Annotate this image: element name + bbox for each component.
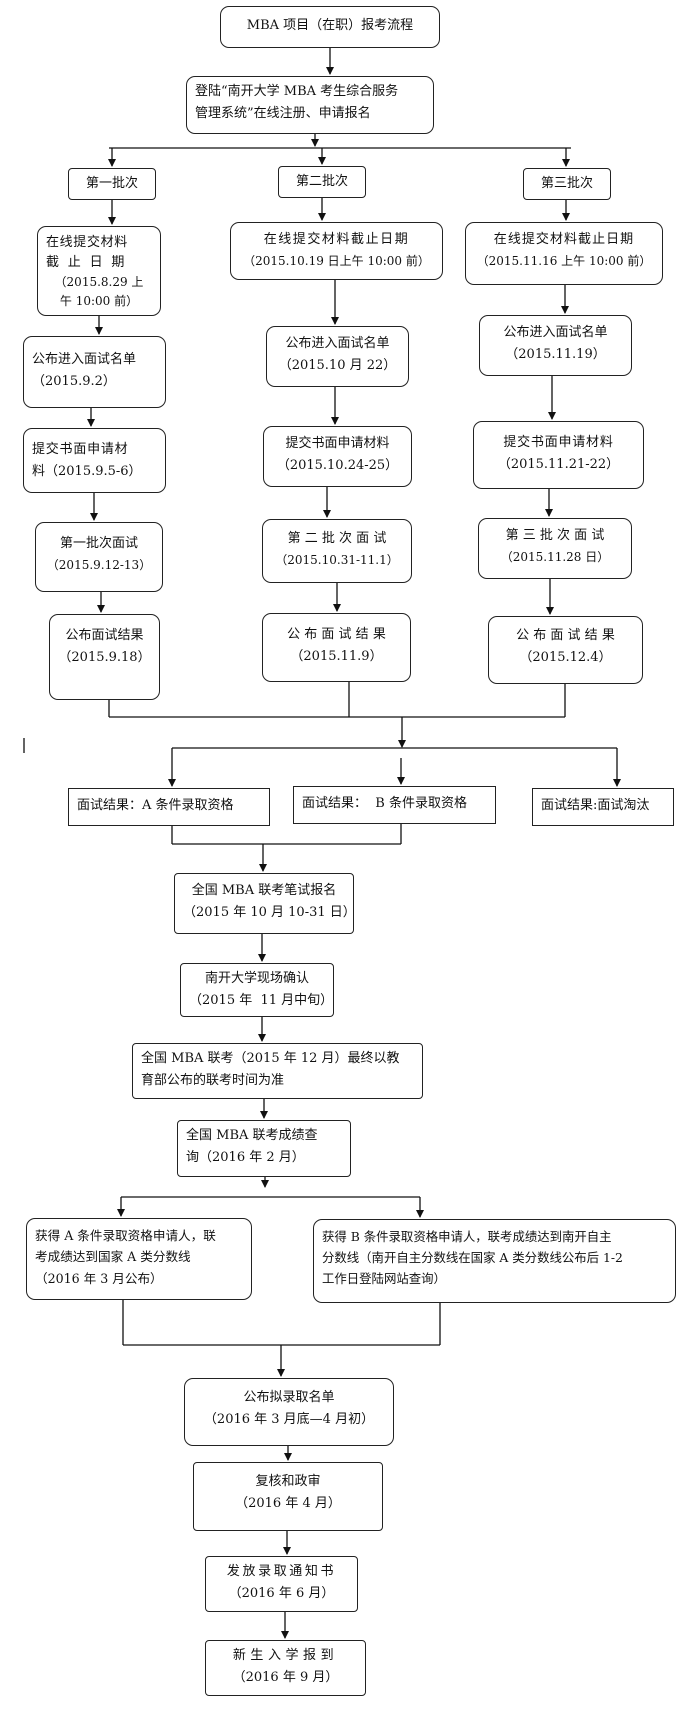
admission-notice-box: 发放录取通知书 （2016 年 6 月） [205,1556,358,1612]
batch1-interview-list-box: 公布进入面试名单 （2015.9.2） [23,336,166,408]
batch3-deadline-line-1: 在线提交材料截止日期 [493,232,635,247]
batch3-result-line-2: （2015.12.4） [519,650,612,666]
batch2-interview-line-1: 第 二 批 次 面 试 [287,531,387,546]
batch1-interview-list-line-2: （2015.9.2） [32,374,116,390]
batch2-interview-list-box: 公布进入面试名单 （2015.10 月 22） [266,326,409,387]
batch2-interview-line-2: （2015.10.31-11.1） [275,553,399,568]
review-box: 复核和政审 （2016 年 4 月） [193,1462,383,1531]
batch1-interview-box: 第一批次面试 （2015.9.12-13） [35,522,163,592]
review-line-2: （2016 年 4 月） [235,1496,341,1512]
batch2-submit-line-2: （2015.10.24-25） [276,458,399,474]
batch1-label-box: 第一批次 [68,168,156,200]
national-exam-line-2: 育部公布的联考时间为准 [141,1073,285,1089]
admit-list-line-1: 公布拟录取名单 [243,1390,335,1405]
batch3-interview-line-1: 第 三 批 次 面 试 [505,528,605,543]
a-line-line-3: （2016 年 3 月公布） [35,1270,163,1286]
score-query-line-2: 询（2016 年 2 月） [186,1150,305,1166]
onsite-confirm-box: 南开大学现场确认 （2015 年 11 月中旬） [180,963,334,1017]
batch1-submit-line-1: 提交书面申请材 [32,442,129,457]
batch1-interview-line-2: （2015.9.12-13） [46,558,152,573]
batch2-result-line-2: （2015.11.9） [290,649,383,665]
batch1-deadline-line-3: （2015.8.29 上 [54,275,144,290]
national-exam-box: 全国 MBA 联考（2015 年 12 月）最终以教 育部公布的联考时间为准 [132,1043,423,1099]
register-line-1: 登陆“南开大学 MBA 考生综合服务 [195,84,399,99]
batch1-label: 第一批次 [85,176,138,191]
exam-register-line-1: 全国 MBA 联考笔试报名 [191,883,337,898]
review-line-1: 复核和政审 [255,1474,321,1489]
enrollment-line-1: 新生入学报到 [232,1648,339,1663]
batch2-result-box: 公 布 面 试 结 果 （2015.11.9） [262,613,411,682]
register-line-2: 管理系统”在线注册、申请报名 [195,106,371,122]
admission-notice-line-2: （2016 年 6 月） [228,1586,335,1602]
batch3-label-box: 第三批次 [523,168,611,200]
batch2-label-box: 第二批次 [278,166,366,198]
batch2-interview-list-line-2: （2015.10 月 22） [278,358,397,374]
batch3-interview-list-line-1: 公布进入面试名单 [503,325,608,340]
batch3-result-line-1: 公 布 面 试 结 果 [516,628,615,643]
a-line-box: 获得 A 条件录取资格申请人，联 考成绩达到国家 A 类分数线 （2016 年 … [26,1218,252,1300]
batch3-interview-box: 第 三 批 次 面 试 （2015.11.28 日） [478,518,632,579]
batch1-deadline-line-2: 截 止 日 期 [46,255,127,271]
admit-list-box: 公布拟录取名单 （2016 年 3 月底—4 月初） [184,1378,394,1446]
b-line-box: 获得 B 条件录取资格申请人，联考成绩达到南开自主 分数线（南开自主分数线在国家… [313,1219,676,1303]
b-line-line-2: 分数线（南开自主分数线在国家 A 类分数线公布后 1-2 [322,1250,623,1266]
outcome-b-box: 面试结果： B 条件录取资格 [293,786,496,824]
batch3-label: 第三批次 [540,176,593,191]
score-query-line-1: 全国 MBA 联考成绩查 [186,1128,318,1143]
batch2-deadline-box: 在线提交材料截止日期 （2015.10.19 日上午 10:00 前） [230,222,443,280]
outcome-a: 面试结果：A 条件录取资格 [77,798,234,813]
a-line-line-1: 获得 A 条件录取资格申请人，联 [35,1228,216,1243]
batch3-submit-line-1: 提交书面申请材料 [503,435,614,450]
batch2-deadline-line-2: （2015.10.19 日上午 10:00 前） [243,254,430,269]
batch3-result-box: 公 布 面 试 结 果 （2015.12.4） [488,616,643,684]
batch3-submit-line-2: （2015.11.21-22） [497,457,620,473]
batch1-interview-line-1: 第一批次面试 [59,536,138,551]
b-line-line-1: 获得 B 条件录取资格申请人，联考成绩达到南开自主 [322,1229,612,1244]
batch2-deadline-line-1: 在线提交材料截止日期 [263,232,410,247]
batch2-submit-box: 提交书面申请材料 （2015.10.24-25） [263,426,412,487]
score-query-box: 全国 MBA 联考成绩查 询（2016 年 2 月） [177,1120,351,1177]
batch1-deadline-line-4: 午 10:00 前） [59,293,139,308]
outcome-a-box: 面试结果：A 条件录取资格 [68,788,270,826]
national-exam-line-1: 全国 MBA 联考（2015 年 12 月）最终以教 [141,1051,400,1066]
process-title: MBA 项目（在职）报考流程 [246,18,414,33]
admit-list-line-2: （2016 年 3 月底—4 月初） [203,1412,375,1428]
batch1-submit-line-2: 料（2015.9.5-6） [32,464,142,480]
batch3-deadline-line-2: （2015.11.16 上午 10:00 前） [476,254,652,269]
batch2-result-line-1: 公 布 面 试 结 果 [287,627,386,642]
onsite-confirm-line-1: 南开大学现场确认 [204,971,309,986]
batch1-deadline-box: 在线提交材料 截 止 日 期 （2015.8.29 上 午 10:00 前） [37,226,161,316]
process-title-box: MBA 项目（在职）报考流程 [220,6,440,48]
batch2-interview-box: 第 二 批 次 面 试 （2015.10.31-11.1） [262,519,412,583]
batch3-interview-list-box: 公布进入面试名单 （2015.11.19） [479,315,632,376]
a-line-line-2: 考成绩达到国家 A 类分数线 [35,1249,191,1265]
batch3-interview-list-line-2: （2015.11.19） [505,347,606,363]
exam-register-box: 全国 MBA 联考笔试报名 （2015 年 10 月 10-31 日） [174,873,356,934]
register-box: 登陆“南开大学 MBA 考生综合服务 管理系统”在线注册、申请报名 [186,76,434,134]
batch1-result-line-2: （2015.9.18） [58,650,151,666]
outcome-c-box: 面试结果:面试淘汰 [532,788,674,826]
onsite-confirm-line-2: （2015 年 11 月中旬） [189,993,334,1009]
batch1-result-line-1: 公布面试结果 [65,628,144,643]
exam-register-line-2: （2015 年 10 月 10-31 日） [183,905,356,921]
outcome-b: 面试结果： B 条件录取资格 [302,796,467,811]
batch2-interview-list-line-1: 公布进入面试名单 [285,336,390,351]
batch1-interview-list-line-1: 公布进入面试名单 [32,352,137,367]
batch1-deadline-line-1: 在线提交材料 [46,235,128,250]
batch2-submit-line-1: 提交书面申请材料 [285,436,390,451]
enrollment-box: 新生入学报到 （2016 年 9 月） [205,1640,366,1696]
batch2-label: 第二批次 [295,174,348,189]
batch3-interview-line-2: （2015.11.28 日） [500,550,610,565]
batch3-submit-box: 提交书面申请材料 （2015.11.21-22） [473,421,644,489]
enrollment-line-2: （2016 年 9 月） [232,1670,339,1686]
batch1-submit-box: 提交书面申请材 料（2015.9.5-6） [23,428,166,493]
outcome-c: 面试结果:面试淘汰 [541,798,650,813]
batch3-deadline-box: 在线提交材料截止日期 （2015.11.16 上午 10:00 前） [465,222,663,285]
admission-notice-line-1: 发放录取通知书 [226,1564,337,1579]
b-line-line-3: 工作日登陆网站查询） [322,1271,446,1287]
batch1-result-box: 公布面试结果 （2015.9.18） [49,614,160,700]
